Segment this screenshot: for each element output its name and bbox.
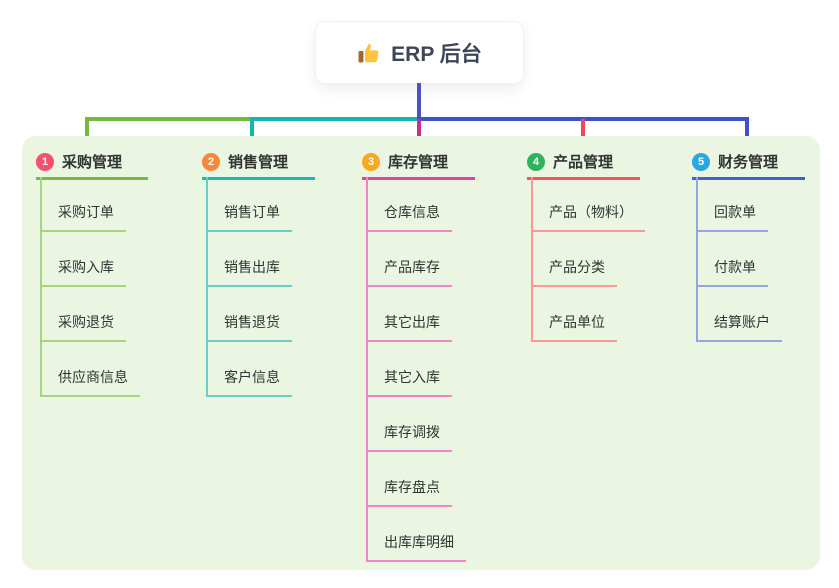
branch-title: 库存管理 [388,154,449,171]
branch-items-inventory: 仓库信息 产品库存 其它出库 其它入库 库存调拨 库存盘点 出库库明细 [366,177,466,562]
branch-header-purchase[interactable]: 1 采购管理 [36,151,148,180]
node-item-label: 客户信息 [206,367,292,397]
node-item-label: 其它入库 [366,367,452,397]
connector-drop-branch1 [85,117,89,146]
node-item-label: 销售出库 [206,257,292,287]
branch-number-badge: 3 [362,152,380,171]
node-item-label: 产品单位 [531,312,617,342]
branch-number-badge: 2 [202,152,220,171]
node-item-label: 采购入库 [40,257,126,287]
node-item-label: 销售订单 [206,202,292,232]
node-item-label: 供应商信息 [40,367,140,397]
node-item-label: 采购退货 [40,312,126,342]
connector-root-stem [417,83,421,119]
connector-drop-branch5 [745,117,749,146]
branch-header-sales[interactable]: 2 销售管理 [202,151,315,180]
thumbs-up-icon [358,43,379,62]
connector-horizontal-green [85,117,252,121]
branch-title: 采购管理 [62,154,123,171]
branch-number-badge: 1 [36,152,54,171]
connector-drop-branch3 [417,119,421,146]
branch-items-purchase: 采购订单 采购入库 采购退货 供应商信息 [40,177,140,397]
node-item-label: 仓库信息 [366,202,452,232]
branch-items-finance: 回款单 付款单 结算账户 [696,177,782,342]
node-item-label: 销售退货 [206,312,292,342]
branch-header-finance[interactable]: 5 财务管理 [692,151,805,180]
node-item-label: 库存调拨 [366,422,452,452]
node-item-label: 其它出库 [366,312,452,342]
branch-items-sales: 销售订单 销售出库 销售退货 客户信息 [206,177,292,397]
branch-header-inventory[interactable]: 3 库存管理 [362,151,475,180]
node-item-label: 库存盘点 [366,477,452,507]
node-item-label: 产品库存 [366,257,452,287]
node-item-label: 付款单 [696,257,768,287]
branch-header-product[interactable]: 4 产品管理 [527,151,640,180]
branch-number-badge: 4 [527,152,545,171]
connector-drop-branch4 [581,119,585,146]
branch-number-badge: 5 [692,152,710,171]
node-item-label: 产品分类 [531,257,617,287]
branch-title: 产品管理 [553,154,614,171]
branches-panel [22,136,820,570]
root-title: ERP 后台 [391,42,482,66]
node-item-label: 采购订单 [40,202,126,232]
node-item-label: 产品（物料） [531,202,645,232]
root-node[interactable]: ERP 后台 [316,22,523,83]
node-item-label: 出库库明细 [366,532,466,562]
node-item-label: 回款单 [696,202,768,232]
branch-title: 财务管理 [718,154,779,171]
node-item-label: 结算账户 [696,312,782,342]
connector-horizontal-teal [250,117,419,121]
branch-items-product: 产品（物料） 产品分类 产品单位 [531,177,645,342]
connector-drop-branch2 [250,117,254,146]
branch-title: 销售管理 [228,154,289,171]
